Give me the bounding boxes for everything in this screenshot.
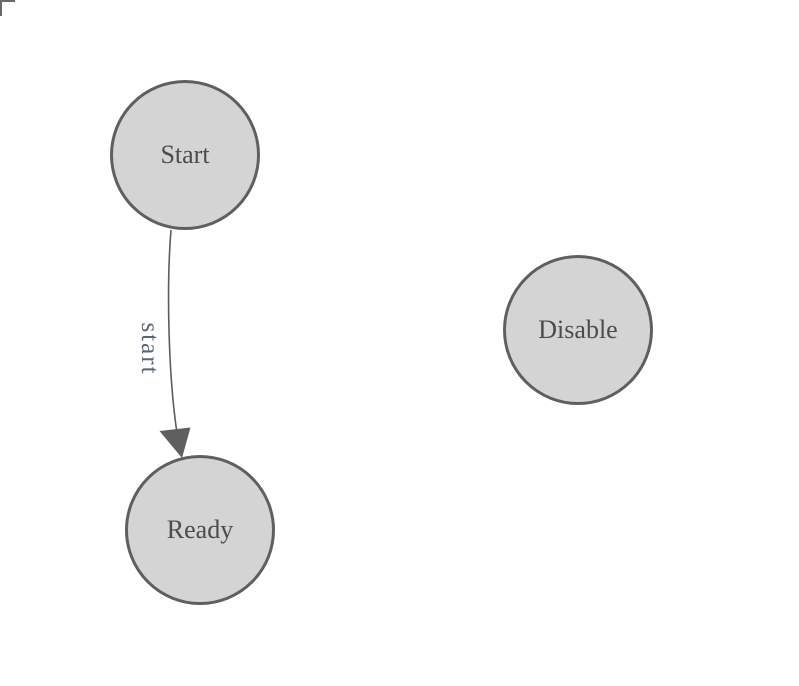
canvas-corner-mark xyxy=(0,0,15,16)
arrowhead-icon xyxy=(159,427,191,458)
state-node-disable[interactable]: Disable xyxy=(503,255,653,405)
state-node-disable-label: Disable xyxy=(538,315,618,344)
state-node-ready[interactable]: Ready xyxy=(125,455,275,605)
state-node-ready-label: Ready xyxy=(166,515,234,544)
transition-path-start-ready[interactable] xyxy=(167,229,178,434)
state-node-start-label: Start xyxy=(160,140,210,169)
edge-label-start[interactable]: start xyxy=(136,322,163,376)
state-node-start[interactable]: Start xyxy=(110,80,260,230)
